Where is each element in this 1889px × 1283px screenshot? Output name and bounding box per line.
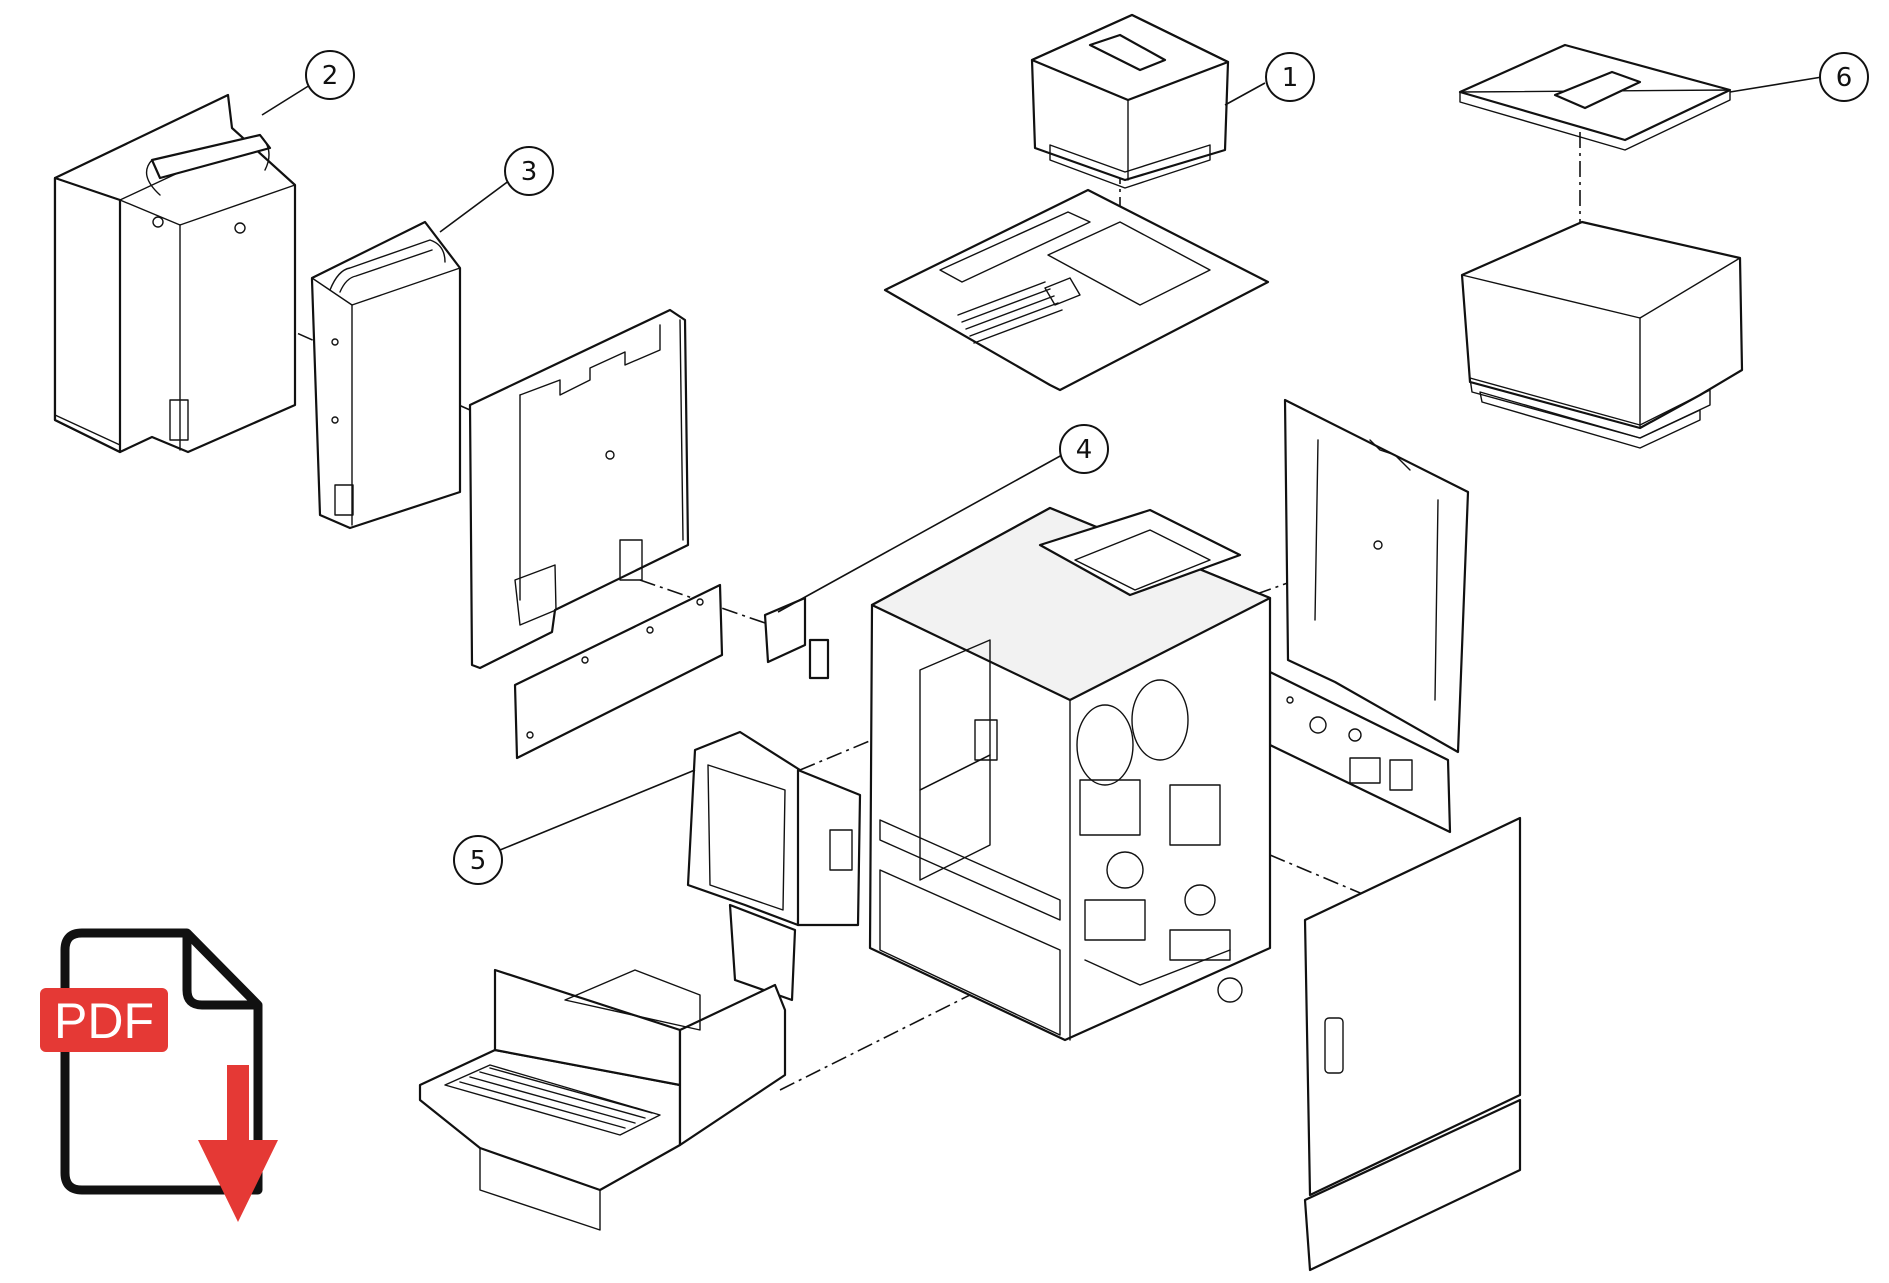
- inner-tank: [310, 220, 462, 530]
- callout-1[interactable]: 1: [1265, 52, 1315, 102]
- lower-control-board: [513, 583, 724, 760]
- bean-hopper: [1030, 13, 1230, 189]
- small-adapter-plate: [763, 596, 830, 680]
- control-panel-display: [686, 730, 862, 1002]
- right-side-panel: [1283, 398, 1470, 754]
- svg-text:4: 4: [1076, 435, 1093, 465]
- pdf-download-icon[interactable]: PDF: [40, 928, 278, 1222]
- left-side-panel: [468, 308, 690, 670]
- pdf-label: PDF: [54, 993, 154, 1049]
- water-tank: [53, 93, 297, 454]
- leader-lines: [261, 76, 1823, 851]
- svg-text:2: 2: [322, 61, 339, 91]
- download-arrow-icon: [198, 1065, 278, 1222]
- callout-4[interactable]: 4: [1059, 424, 1109, 474]
- cup-warmer-vent: [957, 281, 1063, 344]
- pdf-badge: PDF: [40, 988, 168, 1052]
- callout-5[interactable]: 5: [453, 835, 503, 885]
- main-chassis: [868, 506, 1272, 1042]
- milk-container-lid: [1458, 43, 1732, 151]
- svg-text:5: 5: [470, 846, 487, 876]
- drip-tray: [418, 968, 787, 1231]
- callouts: 1 2 3 4 5 6: [305, 50, 1869, 885]
- callout-3[interactable]: 3: [504, 146, 554, 196]
- top-cover: [883, 188, 1270, 392]
- callout-6[interactable]: 6: [1819, 52, 1869, 102]
- svg-text:1: 1: [1282, 63, 1299, 93]
- milk-container: [1458, 43, 1744, 449]
- milk-container-body: [1460, 220, 1744, 449]
- front-door: [1303, 816, 1522, 1272]
- svg-text:6: 6: [1836, 63, 1853, 93]
- drip-tray-grille: [459, 1067, 653, 1129]
- callout-2[interactable]: 2: [305, 50, 355, 100]
- svg-text:3: 3: [521, 157, 538, 187]
